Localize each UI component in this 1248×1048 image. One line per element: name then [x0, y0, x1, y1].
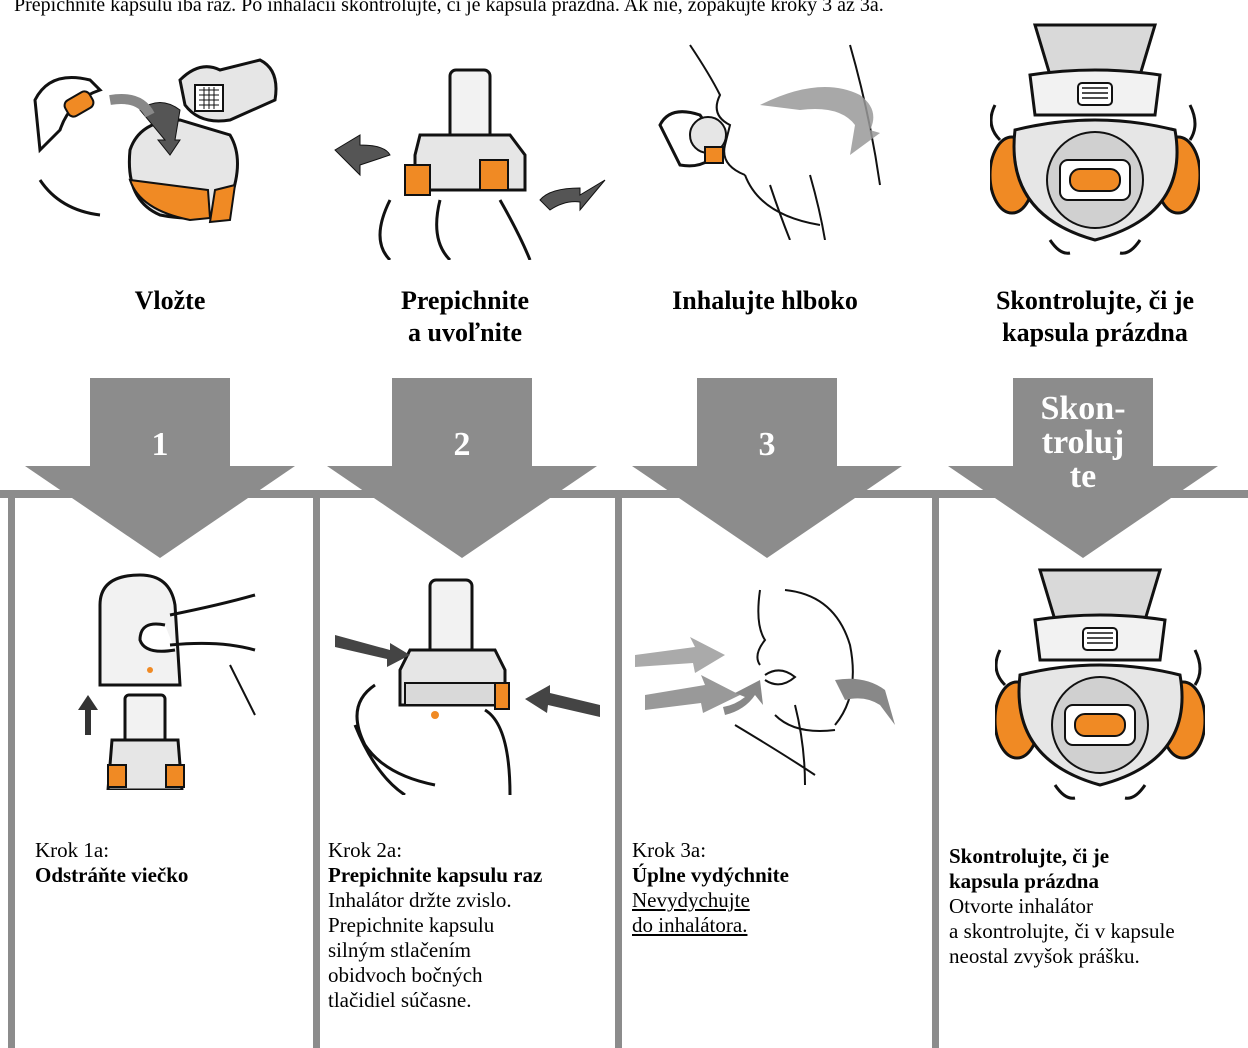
panel-2-label: Krok 2a: — [328, 838, 613, 863]
panel-2-line: tlačidiel súčasne. — [328, 988, 613, 1013]
check-capsule-illustration-bottom — [995, 560, 1205, 800]
panel-4-line: Otvorte inhalátor — [949, 894, 1244, 919]
panel-1-text: Krok 1a: Odstráňte viečko — [35, 838, 305, 888]
step-2-arrow — [327, 378, 597, 558]
panel-2-line: Inhalátor držte zvislo. — [328, 888, 613, 913]
panels-top-border — [0, 490, 1248, 498]
panel-1-label: Krok 1a: — [35, 838, 305, 863]
panel-4-heading: kapsula prázdna — [949, 869, 1244, 894]
panel-3-warning: do inhalátora. — [632, 913, 922, 938]
panel-1-heading: Odstráňte viečko — [35, 863, 305, 888]
panel-2-heading: Prepichnite kapsulu raz — [328, 863, 613, 888]
panel-3-heading: Úplne vydýchnite — [632, 863, 922, 888]
step-1-title: Vložte — [20, 285, 320, 317]
panel-4-text: Skontrolujte, či je kapsula prázdna Otvo… — [949, 844, 1244, 969]
step-3-title: Inhalujte hlboko — [615, 285, 915, 317]
step-2-title: Prepichnite a uvoľnite — [315, 285, 615, 349]
step-4-arrow-label: Skon- troluj te — [1013, 392, 1153, 494]
exhale-illustration — [635, 585, 915, 785]
panel-2-line: obidvoch bočných — [328, 963, 613, 988]
step-3-arrow-label: 3 — [697, 428, 837, 462]
pierce-capsule-illustration — [335, 575, 605, 795]
step-4-title: Skontrolujte, či je kapsula prázdna — [945, 285, 1245, 349]
panel-3-text: Krok 3a: Úplne vydýchnite Nevydychujte d… — [632, 838, 922, 938]
panel-divider-1 — [313, 490, 320, 1048]
panel-3-warning: Nevydychujte — [632, 888, 922, 913]
panel-3-label: Krok 3a: — [632, 838, 922, 863]
panel-2-line: Prepichnite kapsulu — [328, 913, 613, 938]
panel-2-text: Krok 2a: Prepichnite kapsulu raz Inhalát… — [328, 838, 613, 1013]
panel-4-line: a skontrolujte, či v kapsule — [949, 919, 1244, 944]
top-note: Prepichnite kapsulu iba raz. Po inhaláci… — [14, 0, 884, 17]
step-3-arrow — [632, 378, 902, 558]
panel-4-heading: Skontrolujte, či je — [949, 844, 1244, 869]
inhale-illustration — [650, 35, 920, 240]
step-1-arrow — [25, 378, 295, 558]
panel-divider-2 — [615, 490, 622, 1048]
panel-2-line: silným stlačením — [328, 938, 613, 963]
insert-capsule-illustration — [30, 40, 290, 240]
step-2-arrow-label: 2 — [392, 428, 532, 462]
remove-cap-illustration — [70, 565, 260, 790]
panel-divider-0 — [8, 490, 15, 1048]
check-capsule-illustration-top — [990, 15, 1200, 255]
panel-divider-3 — [932, 490, 939, 1048]
step-1-arrow-label: 1 — [90, 428, 230, 462]
panel-4-line: neostal zvyšok prášku. — [949, 944, 1244, 969]
pierce-release-illustration — [330, 60, 610, 260]
